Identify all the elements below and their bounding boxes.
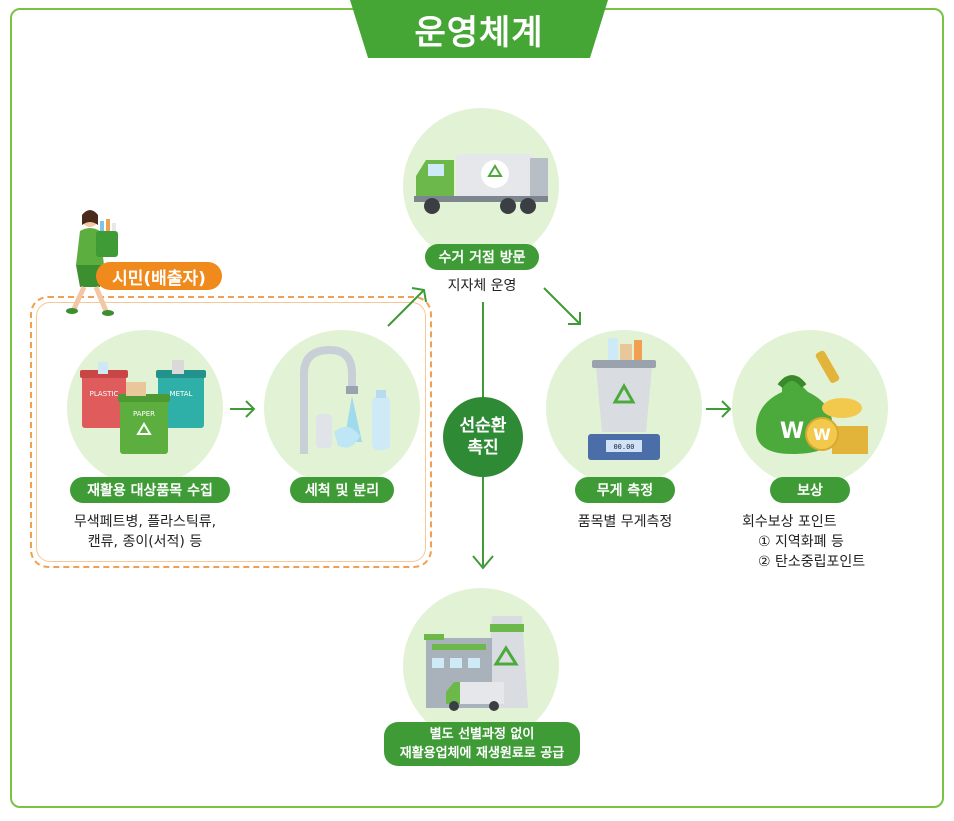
reward-label: 보상 [770,477,850,503]
collect-label: 재활용 대상품목 수집 [70,477,230,503]
arrow-pickup-to-weigh [543,287,581,325]
collect-desc-line2: 캔류, 종이(서적) 등 [87,534,203,550]
money-bag-icon: W W [756,350,868,454]
arrow-weigh-to-reward [706,400,732,418]
bin-label-paper: PAPER [133,410,155,418]
pickup-label: 수거 거점 방문 [425,244,539,270]
reward-desc-line2: ① 지역화폐 등 [758,534,844,550]
scale-bin-icon: 00.00 [588,338,660,460]
faucet-icon [300,345,390,454]
recycling-bins-icon: PLASTIC METAL PAPER [80,360,206,454]
arrow-wash-to-pickup [387,287,427,327]
coin-symbol: W [813,425,831,444]
cycle-promotion-line1: 선순환 [459,416,507,436]
recycling-factory-icon [424,616,528,711]
money-bag-symbol: W [780,419,804,444]
garbage-truck-icon [414,154,548,214]
collect-desc-line1: 무색페트병, 플라스틱류, [73,514,217,530]
wash-label: 세척 및 분리 [290,477,394,503]
citizen-group-box-inner [36,302,426,562]
arrow-collect-to-wash [230,400,256,418]
reward-desc-line1: 회수보상 포인트 [742,514,837,530]
cycle-promotion-line2: 촉진 [467,438,499,458]
citizen-label: 시민(배출자) [96,262,222,290]
supply-label: 별도 선별과정 없이 재활용업체에 재생원료로 공급 [384,722,580,766]
bin-label-metal: METAL [170,390,193,398]
pickup-desc: 지자체 운영 [447,278,517,294]
bin-label-plastic: PLASTIC [90,390,119,398]
scale-display: 00.00 [613,443,634,451]
weigh-desc: 품목별 무게측정 [577,514,673,530]
page-title: 운영체계 [350,0,608,58]
citizen-group-box [30,296,432,568]
reward-desc-line3: ② 탄소중립포인트 [758,554,866,570]
supply-label-line2: 재활용업체에 재생원료로 공급 [399,746,565,761]
weigh-label: 무게 측정 [575,477,675,503]
cycle-promotion-badge: 선순환 촉진 [443,397,523,477]
supply-label-line1: 별도 선별과정 없이 [429,727,535,742]
